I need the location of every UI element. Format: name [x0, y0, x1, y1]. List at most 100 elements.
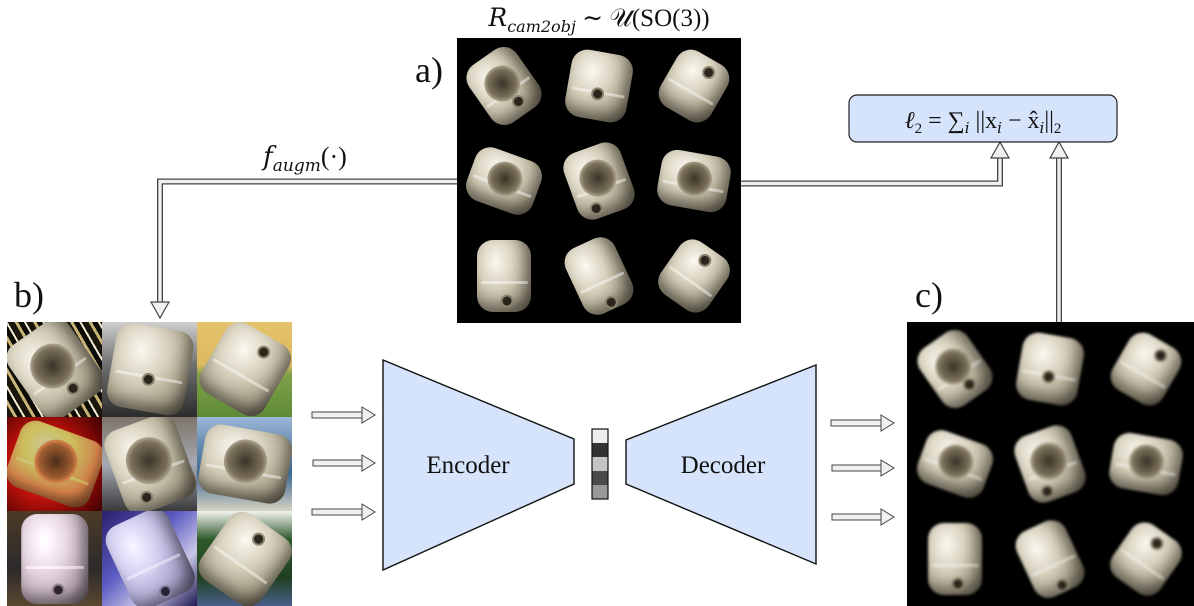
object-seam [668, 265, 712, 297]
rendered-view-tile [552, 133, 647, 228]
object-seam [212, 358, 269, 394]
augmented-input-tile [7, 511, 102, 606]
panel-c-reconstructions [907, 322, 1194, 606]
object-render [7, 416, 102, 512]
augmented-input-tile [197, 322, 292, 417]
object-render [1105, 327, 1188, 412]
object-render [912, 425, 998, 503]
object-seam [1031, 553, 1076, 577]
reconstruction-tile [1098, 511, 1194, 606]
object-render [460, 40, 549, 131]
rendered-view-tile [457, 133, 552, 228]
object-screw-hole [590, 201, 602, 214]
object-render [102, 511, 197, 606]
rotation-distribution-caption: Rcam2obj ∼ 𝒰(SO(3)) [487, 3, 709, 36]
object-screw-hole [592, 88, 603, 99]
object-screw-hole [66, 382, 79, 396]
encoder-input-arrow [311, 406, 376, 424]
object-screw-hole [1056, 578, 1069, 591]
object-screw-hole [251, 532, 265, 546]
rendered-view-tile [646, 228, 741, 323]
decoder-label: Decoder [681, 452, 766, 479]
decoder-output-arrows [830, 414, 895, 526]
object-socket [219, 436, 271, 487]
object-screw-hole [502, 296, 512, 306]
object-seam [212, 545, 267, 585]
object-render [103, 322, 196, 417]
encoder-input-arrow [311, 503, 376, 521]
object-screw-hole [1043, 372, 1055, 383]
augmentation-arrowhead [149, 301, 171, 320]
panel-a-letter: a) [415, 50, 443, 90]
object-screw-hole [698, 253, 711, 267]
object-screw-hole [256, 346, 269, 359]
object-render [1104, 515, 1189, 602]
object-screw-hole [702, 65, 715, 78]
augmentation-function-label: faugm(·) [261, 142, 347, 176]
latent-code-cell [592, 429, 608, 443]
decoder-output-arrow [831, 459, 895, 477]
object-screw-hole [953, 579, 963, 589]
decoder-output-arrow [830, 414, 895, 432]
reconstruction-arrowhead [1048, 140, 1070, 159]
object-screw-hole [53, 585, 63, 595]
augmented-input-tile [7, 416, 102, 512]
object-render [1010, 514, 1091, 603]
object-render [20, 513, 89, 604]
augmented-input-tile [7, 322, 102, 417]
target-arrowhead [989, 140, 1011, 159]
object-seam [667, 77, 714, 106]
reconstruction-tile [1098, 322, 1194, 417]
panel-b-letter: b) [14, 275, 44, 315]
object-screw-hole [1150, 536, 1164, 550]
reconstruction-tile [907, 417, 1003, 512]
object-screw-hole [140, 492, 152, 504]
object-render [910, 324, 999, 415]
object-seam [480, 281, 529, 285]
object-seam [1119, 360, 1166, 390]
latent-code-outline [591, 428, 609, 500]
object-render [461, 142, 547, 219]
object-seam [1120, 548, 1165, 580]
object-render [1014, 330, 1087, 409]
latent-code-cell [592, 457, 608, 471]
object-render [562, 46, 636, 125]
object-socket [1126, 441, 1167, 482]
latent-code-cell [592, 471, 608, 485]
object-screw-hole [142, 374, 153, 385]
panel-a-rendered-views [457, 38, 741, 323]
object-render [559, 231, 639, 320]
rendered-view-tile [457, 228, 552, 323]
rendered-view-tile [552, 38, 647, 133]
decoder-block [625, 363, 817, 566]
latent-code-cell [592, 443, 608, 457]
object-render [1106, 430, 1186, 498]
loss-box [848, 94, 1118, 143]
object-screw-hole [158, 585, 171, 598]
object-seam [24, 565, 85, 569]
object-seam [931, 564, 979, 568]
object-render [102, 416, 197, 512]
rendered-view-tile [646, 38, 741, 133]
latent-code [591, 428, 609, 500]
encoder-input-arrow [312, 454, 376, 472]
object-render [197, 322, 292, 417]
object-render [651, 232, 736, 319]
reconstruction-tile [1003, 417, 1099, 512]
panel-b-augmented-inputs [7, 322, 292, 606]
encoder-input-arrows [311, 406, 376, 521]
reconstruction-tile [907, 322, 1003, 417]
object-seam [579, 270, 625, 294]
encoder-label: Encoder [426, 452, 510, 479]
augmentation-arrow [149, 178, 457, 320]
object-screw-hole [1041, 485, 1054, 497]
rendered-view-tile [552, 228, 647, 323]
object-render [197, 421, 292, 507]
reconstruction-tile [907, 511, 1003, 606]
reconstruction-tile [1098, 417, 1194, 512]
object-render [558, 137, 640, 224]
augmented-input-tile [102, 322, 197, 417]
object-render [197, 511, 292, 606]
